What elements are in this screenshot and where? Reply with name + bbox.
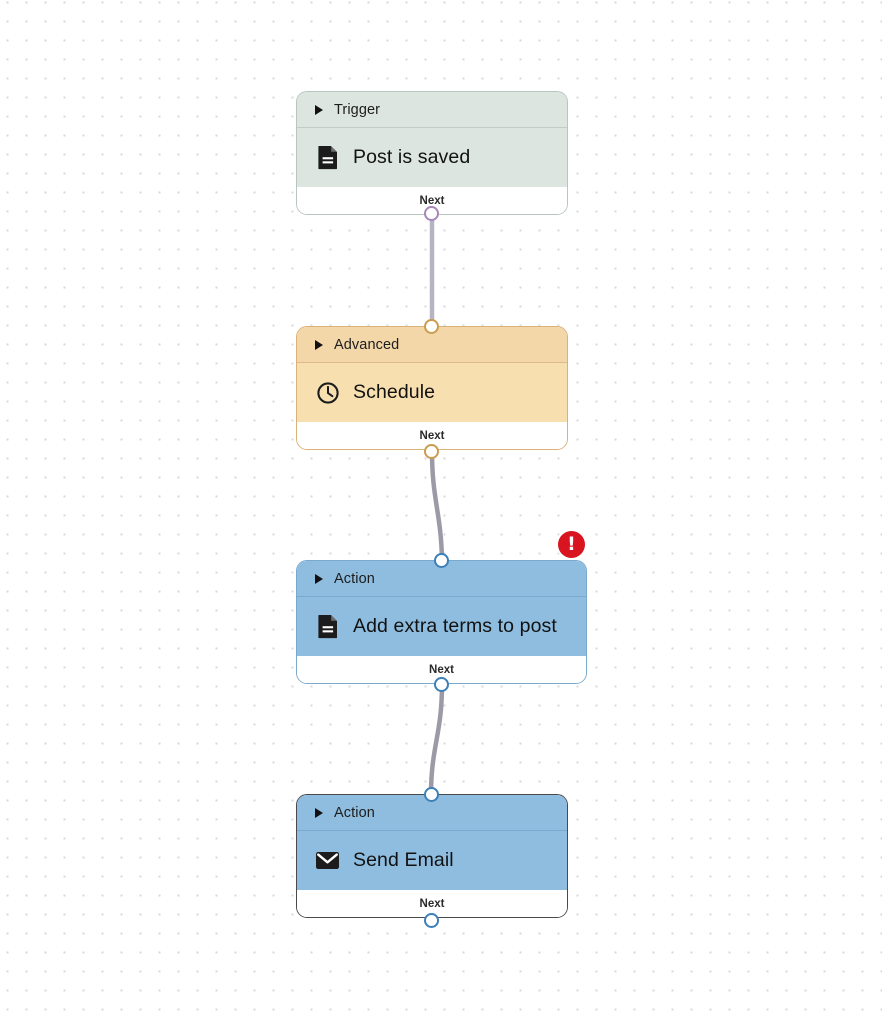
node-title: Post is saved	[353, 146, 471, 168]
clock-icon	[315, 380, 340, 405]
handle-action-email-in[interactable]	[424, 787, 439, 802]
edge-terms-to-email	[428, 681, 445, 798]
node-body-action-terms[interactable]: Add extra terms to post	[297, 597, 586, 656]
chevron-right-icon[interactable]	[315, 573, 323, 584]
node-body-action-email[interactable]: Send Email	[297, 831, 567, 890]
handle-action-terms-in[interactable]	[434, 553, 449, 568]
node-title: Schedule	[353, 381, 436, 403]
node-footer-next[interactable]: Next	[297, 890, 567, 917]
workflow-node-action-send-email[interactable]: Action Send Email Next	[296, 794, 568, 918]
chevron-right-icon[interactable]	[315, 807, 323, 818]
node-category-label: Trigger	[334, 101, 381, 118]
node-body-trigger[interactable]: Post is saved	[297, 128, 567, 187]
edge-advanced-to-terms	[429, 448, 445, 563]
workflow-node-trigger-post-is-saved[interactable]: Trigger Post is saved Next	[296, 91, 568, 215]
handle-action-terms-out[interactable]	[434, 677, 449, 692]
node-category-label: Action	[334, 804, 375, 821]
node-category-label: Action	[334, 570, 375, 587]
envelope-icon	[315, 848, 340, 873]
handle-trigger-out[interactable]	[424, 206, 439, 221]
node-body-advanced[interactable]: Schedule	[297, 363, 567, 422]
chevron-right-icon[interactable]	[315, 104, 323, 115]
node-category-label: Advanced	[334, 336, 400, 353]
workflow-node-advanced-schedule[interactable]: Advanced Schedule Next	[296, 326, 568, 450]
node-title: Send Email	[353, 849, 454, 871]
chevron-right-icon[interactable]	[315, 339, 323, 350]
handle-action-email-out[interactable]	[424, 913, 439, 928]
workflow-node-action-add-extra-terms-to-post[interactable]: Action Add extra terms to post Next	[296, 560, 587, 684]
document-icon	[315, 614, 340, 639]
handle-advanced-out[interactable]	[424, 444, 439, 459]
handle-advanced-in[interactable]	[424, 319, 439, 334]
node-title: Add extra terms to post	[353, 615, 557, 637]
node-header-trigger[interactable]: Trigger	[297, 92, 567, 128]
exclamation-icon: !	[567, 532, 576, 555]
document-icon	[315, 145, 340, 170]
error-badge[interactable]: !	[558, 531, 585, 558]
